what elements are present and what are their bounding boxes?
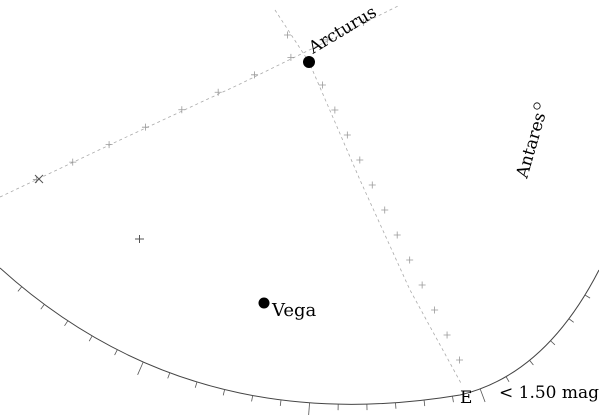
grid-tick [343, 131, 351, 139]
grid-tick [381, 206, 389, 214]
horizon-tick [279, 399, 282, 406]
grid-tick [251, 71, 259, 79]
star-antares-marker [533, 102, 541, 110]
grid-line-ecliptic [0, 4, 401, 198]
horizon-tick [88, 335, 93, 342]
star-arcturus-marker [303, 56, 315, 68]
grid-tick [214, 88, 222, 96]
horizon-arc [0, 267, 599, 405]
horizon-tick [308, 402, 310, 415]
horizon-tick [167, 372, 171, 379]
horizon-tick [251, 395, 254, 402]
horizon-tick [452, 396, 454, 403]
horizon-tick [423, 400, 426, 407]
grid-tick [360, 18, 368, 26]
horizon-tick [17, 286, 23, 292]
star-label-vega: Vega [271, 300, 317, 321]
grid-tick [283, 31, 291, 39]
cross-marker [135, 235, 144, 243]
cardinal-east-label: E [460, 388, 472, 408]
horizon-tick [194, 381, 198, 388]
horizon-tick [137, 361, 144, 375]
grid-tick [443, 331, 451, 339]
grid-tick [456, 356, 464, 364]
horizon-tick [529, 360, 534, 366]
horizon-tick [479, 388, 486, 403]
grid-tick [178, 106, 186, 114]
grid-tick [368, 181, 376, 189]
horizon-tick [550, 340, 556, 346]
grid-tick [406, 256, 414, 264]
grid-tick [141, 123, 149, 131]
grid-tick [331, 106, 339, 114]
grid-tick [69, 158, 77, 166]
magnitude-legend: < 1.50 mag [499, 383, 599, 403]
star-vega-marker [258, 297, 270, 309]
horizon-tick [64, 320, 69, 327]
position-markers [34, 174, 144, 243]
grid-tick [393, 231, 401, 239]
horizon-ticks [0, 268, 591, 415]
grid-tick [287, 53, 295, 61]
grid-tick [356, 156, 364, 164]
grid-tick [105, 141, 113, 149]
coordinate-grid [0, 4, 463, 386]
horizon-tick [114, 349, 118, 356]
horizon-tick [222, 389, 226, 396]
horizon-circle: E [0, 267, 599, 415]
cross-marker [34, 174, 44, 184]
grid-tick [418, 281, 426, 289]
horizon-tick [584, 294, 591, 299]
horizon-tick [505, 376, 510, 383]
grid-tick [318, 81, 326, 89]
horizon-tick [568, 318, 574, 323]
grid-tick [431, 306, 439, 314]
horizon-tick [40, 304, 45, 310]
grid-tick [323, 36, 331, 44]
